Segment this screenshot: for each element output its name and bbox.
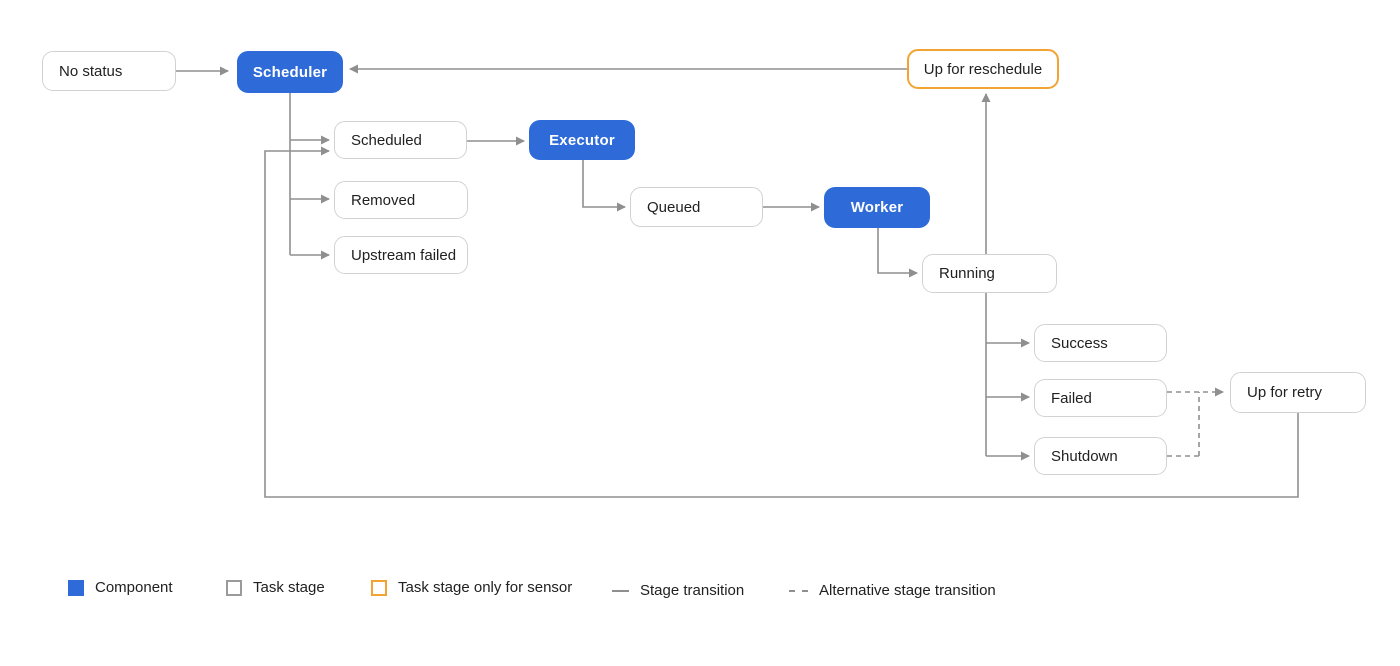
node-label: Up for reschedule bbox=[923, 60, 1043, 78]
node-up-for-reschedule: Up for reschedule bbox=[907, 49, 1059, 89]
legend-label: Task stage bbox=[253, 579, 325, 596]
edge-worker-to-running bbox=[877, 228, 918, 278]
node-label: Shutdown bbox=[1051, 447, 1118, 465]
node-upstream-failed: Upstream failed bbox=[334, 236, 468, 274]
legend-label: Stage transition bbox=[640, 582, 745, 599]
legend-item-sensor: Task stage only for sensor bbox=[371, 579, 572, 596]
node-label: Success bbox=[1051, 334, 1108, 352]
node-label: Executor bbox=[549, 131, 615, 149]
legend-item-task-stage: Task stage bbox=[226, 579, 325, 596]
node-label: Scheduled bbox=[351, 131, 422, 149]
edge-up-for-retry-to-scheduled bbox=[264, 146, 1299, 498]
node-running: Running bbox=[922, 254, 1057, 293]
node-label: Running bbox=[939, 265, 995, 282]
legend-label: Component bbox=[95, 579, 173, 596]
node-label: Failed bbox=[1051, 389, 1092, 407]
node-label: Upstream failed bbox=[351, 246, 457, 264]
node-label: Queued bbox=[647, 198, 701, 216]
node-scheduled: Scheduled bbox=[334, 121, 467, 159]
node-label: No status bbox=[59, 62, 123, 80]
legend-item-stage-transition: Stage transition bbox=[612, 582, 744, 599]
node-failed: Failed bbox=[1034, 379, 1167, 417]
dashed-line-swatch bbox=[789, 589, 808, 592]
sensor-swatch bbox=[371, 579, 387, 596]
legend-item-component: Component bbox=[68, 579, 173, 596]
node-no-status: No status bbox=[42, 51, 176, 91]
component-swatch bbox=[68, 579, 84, 596]
node-label: Up for retry bbox=[1247, 384, 1323, 401]
task-stage-swatch bbox=[226, 579, 242, 596]
node-scheduler: Scheduler bbox=[237, 51, 343, 93]
node-label: Removed bbox=[351, 191, 416, 209]
legend-label: Alternative stage transition bbox=[819, 582, 996, 599]
node-success: Success bbox=[1034, 324, 1167, 362]
node-label: Worker bbox=[850, 199, 904, 216]
legend-item-alternative-transition: Alternative stage transition bbox=[789, 582, 996, 599]
solid-line-swatch bbox=[612, 589, 629, 592]
edge-executor-to-queued bbox=[582, 160, 626, 212]
node-executor: Executor bbox=[529, 120, 635, 160]
node-label: Scheduler bbox=[252, 63, 328, 81]
node-removed: Removed bbox=[334, 181, 468, 219]
node-queued: Queued bbox=[630, 187, 763, 227]
legend-label: Task stage only for sensor bbox=[398, 579, 573, 596]
node-shutdown: Shutdown bbox=[1034, 437, 1167, 475]
node-worker: Worker bbox=[824, 187, 930, 228]
node-up-for-retry: Up for retry bbox=[1230, 372, 1366, 413]
